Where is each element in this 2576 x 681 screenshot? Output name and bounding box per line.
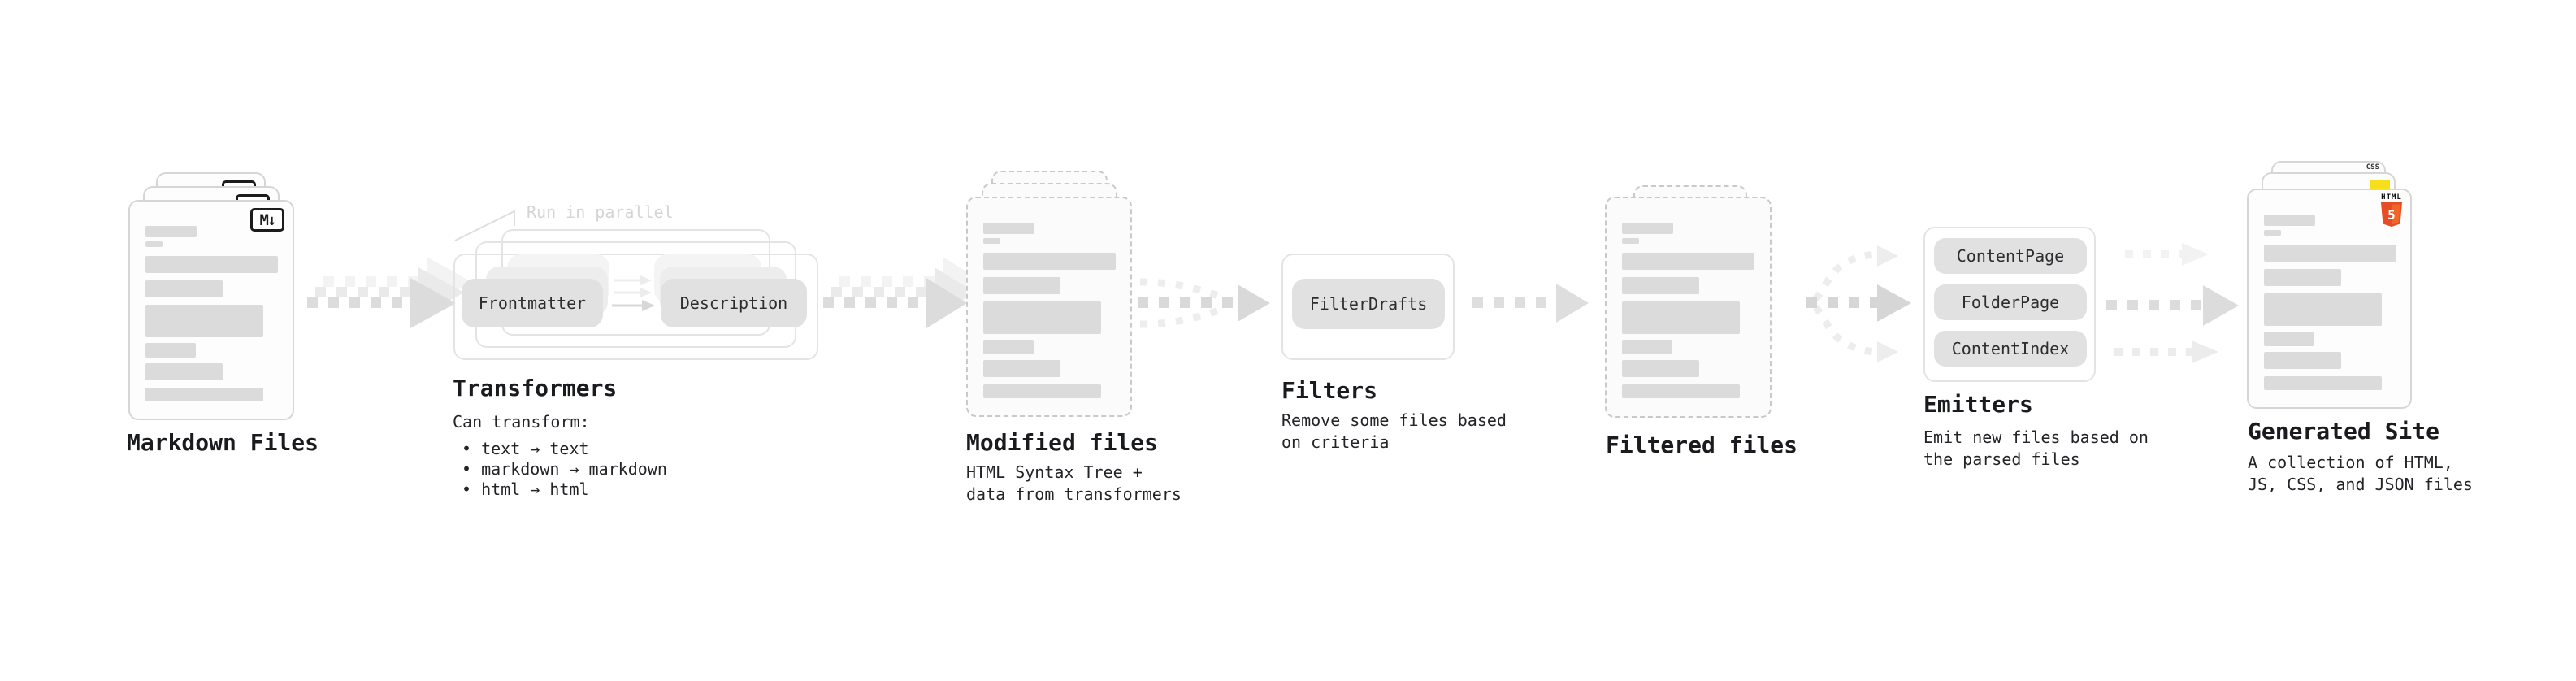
bullet-line: • text → text [462,439,589,458]
desc-line: Remove some files based [1281,410,1507,430]
stage-title-transformers: Transformers [453,375,618,401]
html5-icon-label: HTML [2381,193,2402,202]
transformers-desc-bullets: • text → text • markdown → markdown • ht… [462,439,667,500]
text-placeholder-bar [1622,384,1740,398]
text-placeholder-bar [1622,253,1754,270]
stage-title-generated-site: Generated Site [2248,418,2440,445]
text-placeholder-bar [2264,230,2281,236]
text-placeholder-bar [145,226,197,237]
html5-number: 5 [2387,207,2396,223]
text-placeholder-bar [983,277,1060,294]
filters-desc: Remove some files based on criteria [1281,410,1507,453]
html5-icon: HTML 5 [2379,193,2404,230]
text-placeholder-bar [1622,223,1673,234]
text-placeholder-bar [145,280,223,297]
transformer-frame-front [453,254,818,360]
emitters-frame [1923,227,2096,382]
frontmatter-pill: Frontmatter [462,279,603,327]
text-placeholder-bar [2264,376,2382,390]
flow-arrow-filters-to-filtered-icon [1472,284,1589,323]
bullet-line: • html → html [462,479,589,499]
html5-shield-icon: 5 [2381,202,2402,227]
css-icon-label: CSS [2366,163,2379,171]
stage-title-filters: Filters [1281,377,1378,404]
site-file-card-html: HTML 5 [2247,189,2412,409]
filterdrafts-pill: FilterDrafts [1292,279,1445,329]
text-placeholder-bar [2264,332,2314,346]
filtered-file-card-front [1605,197,1772,418]
stage-title-emitters: Emitters [1923,391,2033,418]
text-placeholder-bar [983,360,1060,377]
js-icon [2370,180,2390,189]
filters-frame [1281,254,1455,360]
desc-line: on criteria [1281,432,1390,452]
parallel-arrows-icon [612,275,655,311]
text-placeholder-bar [2264,293,2382,326]
text-placeholder-bar [1622,238,1639,244]
flow-arrow-filtered-to-emitters-icon [1806,245,1911,362]
modified-file-card-front [966,197,1132,417]
emitters-desc: Emit new files based on the parsed files [1923,427,2149,471]
text-placeholder-bar [2264,245,2396,262]
flow-arrow-emitters-to-site-icon [2106,243,2239,363]
contentindex-pill: ContentIndex [1934,331,2087,367]
text-placeholder-bar [983,238,1000,244]
flow-arrow-transformers-to-modified-icon [823,257,983,328]
transformers-desc-intro: Can transform: [453,412,590,432]
stage-title-filtered-files: Filtered files [1606,432,1798,458]
desc-line: A collection of HTML, [2248,453,2453,472]
text-placeholder-bar [1622,360,1699,377]
text-placeholder-bar [145,256,278,273]
contentpage-pill: ContentPage [1934,238,2087,274]
modified-files-desc: HTML Syntax Tree + data from transformer… [966,462,1182,505]
text-placeholder-bar [2264,215,2315,226]
annotation-callout-line [454,210,515,241]
text-placeholder-bar [983,384,1101,398]
text-placeholder-bar [983,223,1034,234]
text-placeholder-bar [983,340,1034,354]
folderpage-pill: FolderPage [1934,284,2087,320]
description-pill: Description [661,279,807,327]
markdown-file-card-front: M↓ [128,200,294,420]
generated-site-desc: A collection of HTML, JS, CSS, and JSON … [2248,452,2473,496]
text-placeholder-bar [1622,277,1699,294]
flow-arrow-modified-to-filters-icon [1138,278,1270,328]
stage-title-markdown-files: Markdown Files [127,429,319,456]
desc-line: HTML Syntax Tree + [966,462,1143,482]
text-placeholder-bar [983,253,1116,270]
text-placeholder-bar [2264,269,2341,286]
text-placeholder-bar [1622,340,1672,354]
text-placeholder-bar [145,388,263,401]
desc-line: Emit new files based on [1923,427,2149,447]
markdown-icon: M↓ [250,208,284,232]
desc-line: JS, CSS, and JSON files [2248,475,2473,494]
text-placeholder-bar [145,305,263,337]
text-placeholder-bar [145,343,196,358]
text-placeholder-bar [145,363,223,380]
flow-arrow-markdown-to-transformers-icon [307,257,472,328]
text-placeholder-bar [1622,301,1740,334]
desc-line: data from transformers [966,484,1182,504]
desc-line: the parsed files [1923,449,2080,469]
run-in-parallel-annotation: Run in parallel [527,202,674,222]
bullet-line: • markdown → markdown [462,459,667,479]
text-placeholder-bar [145,241,163,247]
text-placeholder-bar [2264,352,2341,369]
stage-title-modified-files: Modified files [966,429,1159,456]
text-placeholder-bar [983,301,1101,334]
